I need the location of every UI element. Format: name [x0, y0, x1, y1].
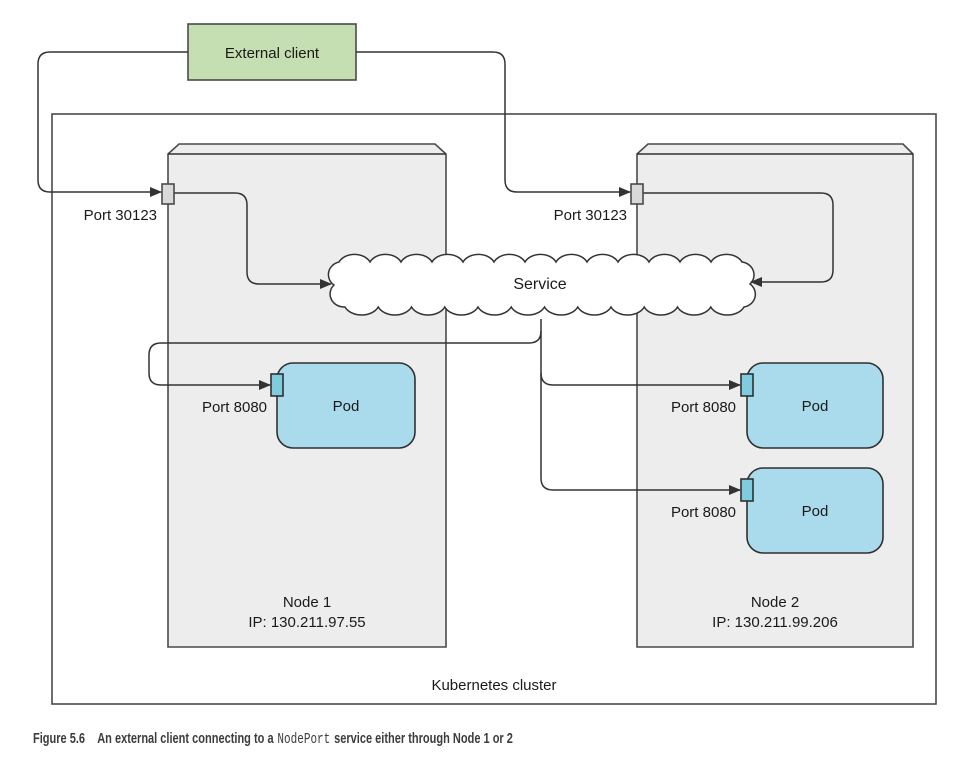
node1-ip-label: IP: 130.211.97.55	[248, 614, 365, 631]
node2-pod1-port-marker	[740, 373, 754, 397]
node1-pod-port-marker	[270, 373, 284, 397]
service-label: Service	[513, 276, 566, 293]
node2-pod2-port-marker	[740, 478, 754, 502]
node2-nodeport-marker	[630, 183, 644, 205]
arrow-service-to-node1-pod	[148, 330, 542, 390]
external-client-label: External client	[225, 45, 320, 62]
node2-pod2-box	[746, 467, 884, 554]
node1-pod-port-label: Port 8080	[202, 399, 267, 416]
node1-pod-box	[276, 362, 416, 449]
arrow-client-to-node2-port	[356, 51, 631, 197]
node1-nodeport-marker	[161, 183, 175, 205]
external-client-box	[187, 23, 357, 81]
node2-pod2-label: Pod	[802, 503, 829, 520]
node1-pod-label: Pod	[333, 398, 360, 415]
figure-number: Figure 5.6	[33, 731, 86, 747]
caption-text-before: An external client connecting to a	[97, 731, 274, 747]
arrow-node2-port-to-service	[643, 192, 834, 287]
figure-caption: Figure 5.6 An external client connecting …	[33, 731, 513, 748]
node1-name-label: Node 1	[283, 594, 331, 611]
arrow-client-to-node1-port	[37, 51, 188, 197]
arrow-service-to-node2-pod2	[540, 319, 741, 495]
caption-code-nodeport: NodePort	[277, 732, 331, 748]
node2-name-label: Node 2	[751, 594, 799, 611]
node1-port-label: Port 30123	[84, 207, 157, 224]
node2-ip-label: IP: 130.211.99.206	[712, 614, 838, 631]
caption-text-after: service either through Node 1 or 2	[334, 731, 513, 747]
arrow-service-to-node2-pod1	[540, 372, 741, 390]
node2-port-label: Port 30123	[554, 207, 627, 224]
node2-pod2-port-label: Port 8080	[671, 504, 736, 521]
node2-pod1-label: Pod	[802, 398, 829, 415]
service-cloud	[327, 253, 757, 316]
node2-pod1-box	[746, 362, 884, 449]
node2-pod1-port-label: Port 8080	[671, 399, 736, 416]
arrow-node1-port-to-service	[174, 192, 332, 289]
cluster-label: Kubernetes cluster	[431, 677, 556, 694]
